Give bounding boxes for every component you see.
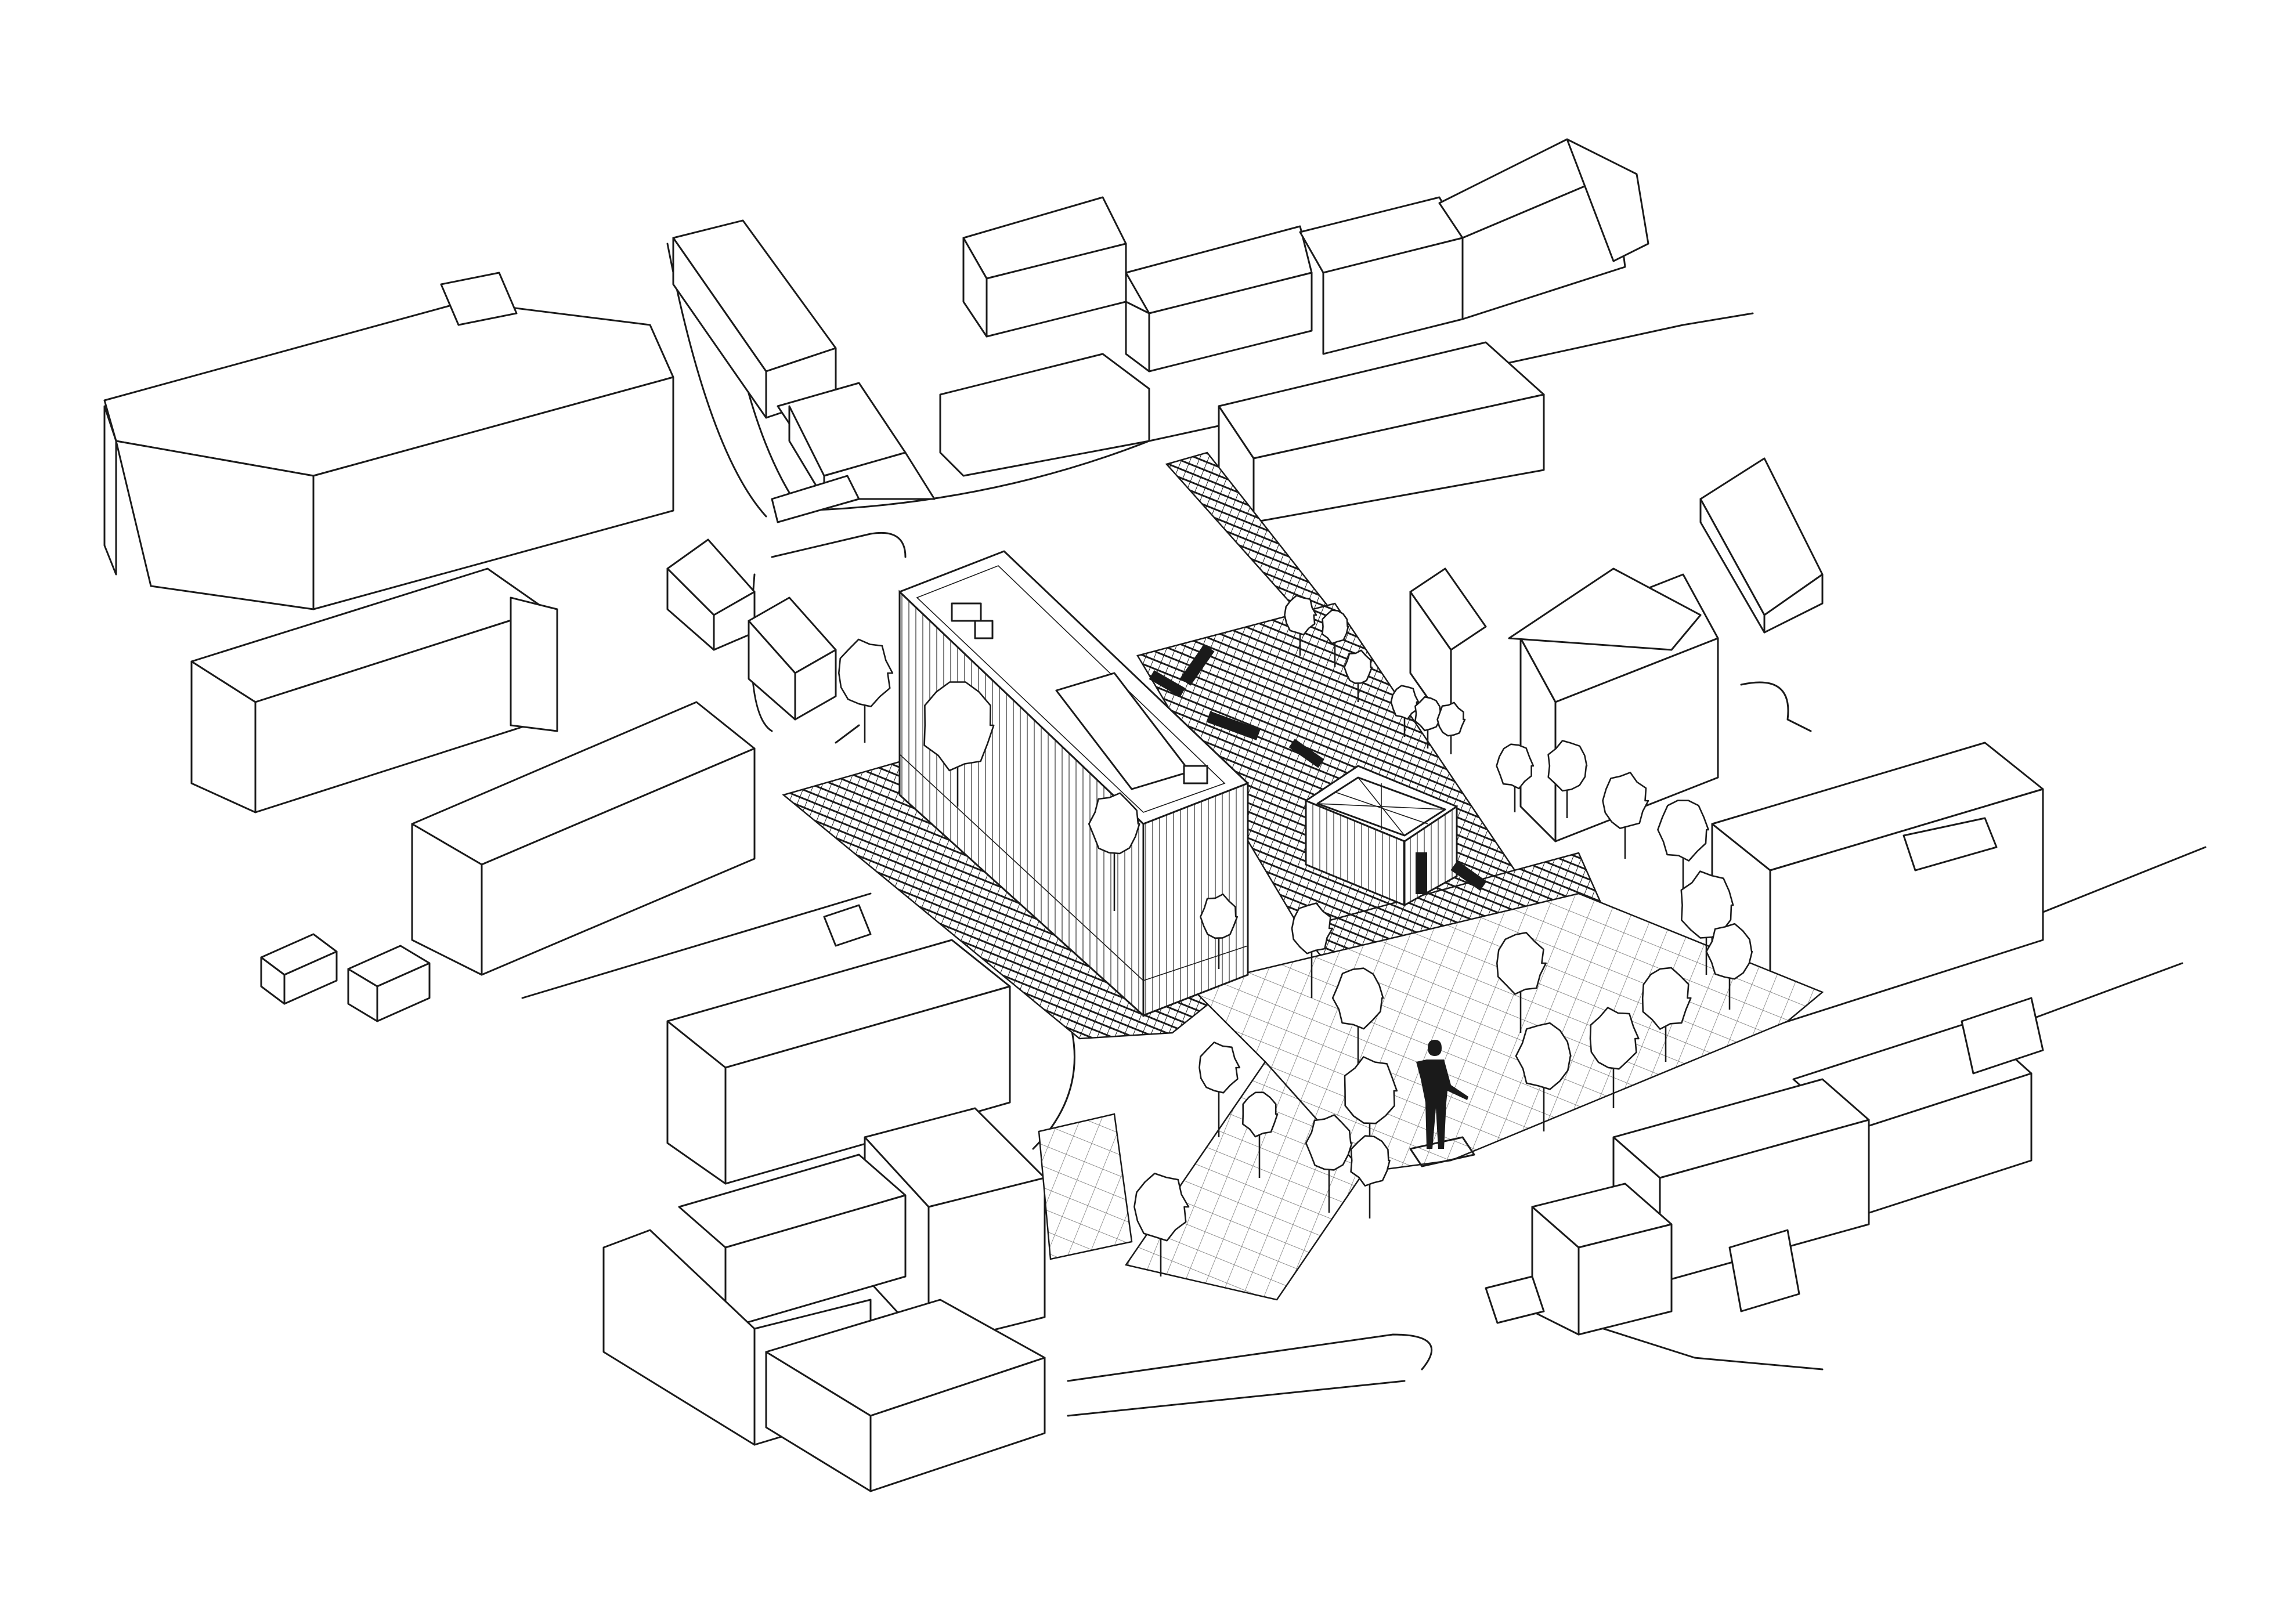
human-figure: [1409, 1040, 1475, 1167]
benches: [1149, 644, 1487, 891]
tree: [1088, 792, 1140, 911]
tree: [1641, 967, 1692, 1062]
tree: [1496, 932, 1547, 1033]
tree: [923, 681, 995, 807]
tree: [1515, 1022, 1572, 1131]
tree: [1200, 893, 1238, 969]
tree: [1284, 595, 1317, 656]
tree: [1436, 701, 1466, 754]
tree: [1547, 740, 1588, 818]
tree: [1602, 772, 1649, 859]
tree: [1705, 923, 1753, 1010]
pavilion: [1305, 765, 1458, 907]
tree: [1322, 609, 1349, 667]
trees: [838, 595, 1753, 1277]
tree: [838, 638, 894, 743]
tree: [1657, 800, 1709, 894]
tree: [1198, 1042, 1241, 1137]
tree: [1496, 743, 1535, 812]
tree: [1680, 870, 1734, 975]
tree: [1242, 1091, 1279, 1178]
tree: [1305, 1114, 1353, 1213]
tree: [1350, 1135, 1391, 1218]
tree: [1133, 1173, 1190, 1277]
tree: [1589, 1007, 1640, 1108]
tree: [1344, 649, 1373, 702]
tree: [1414, 696, 1442, 748]
tree: [1331, 967, 1384, 1068]
tree: [1390, 685, 1420, 737]
tree: [1291, 902, 1334, 998]
